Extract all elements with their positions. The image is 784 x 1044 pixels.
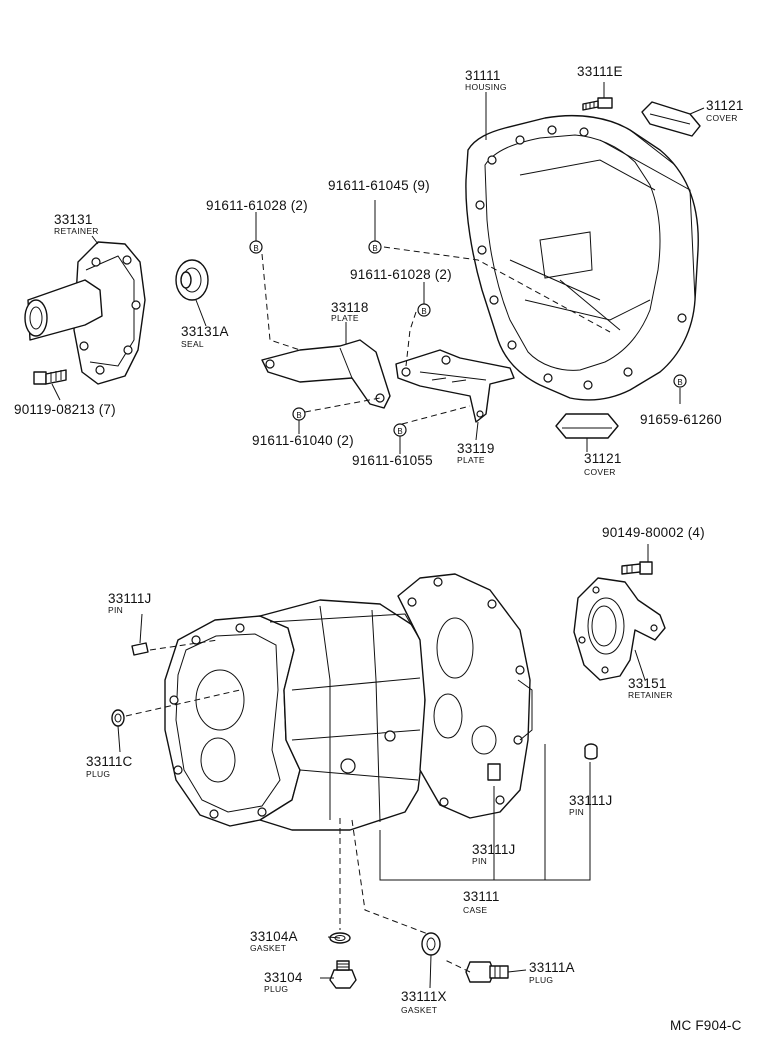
callout-90149-80002: 90149-80002 (4) bbox=[602, 525, 705, 540]
cover-31121-top[interactable] bbox=[641, 101, 701, 137]
callout-31121a-number: 31121 bbox=[706, 98, 744, 113]
leader-lines bbox=[51, 82, 705, 989]
dash-line bbox=[383, 246, 611, 333]
callout-33111-number: 33111 bbox=[463, 889, 500, 904]
bolt-marker-4[interactable]: B bbox=[292, 407, 306, 421]
callout-33111a-desc: PLUG bbox=[529, 975, 553, 985]
callout-33104-number: 33104 bbox=[264, 970, 303, 985]
callout-33131-desc: RETAINER bbox=[54, 226, 99, 236]
callout-91611-61028-a: 91611-61028 (2) bbox=[206, 198, 308, 213]
dash-line bbox=[444, 959, 471, 973]
callout-33119-desc: PLATE bbox=[457, 455, 485, 465]
dash-line bbox=[304, 397, 381, 413]
pin-33111j-middle[interactable] bbox=[487, 763, 501, 781]
figure-code: MC F904-C bbox=[670, 1018, 742, 1033]
callout-33111j-c-number: 33111J bbox=[569, 793, 613, 808]
callout-33151-number: 33151 bbox=[628, 676, 667, 691]
callout-33111x-number: 33111X bbox=[401, 989, 447, 1004]
callout-91611-61045: 91611-61045 (9) bbox=[328, 178, 430, 193]
svg-text:B: B bbox=[253, 244, 258, 253]
bolt-33111e[interactable] bbox=[582, 97, 613, 111]
callout-91611-61040: 91611-61040 (2) bbox=[252, 433, 354, 448]
bolt-marker-1[interactable]: B bbox=[249, 240, 263, 254]
svg-text:B: B bbox=[677, 378, 682, 387]
callout-33111c-desc: PLUG bbox=[86, 769, 110, 779]
callout-90119-08213: 90119-08213 (7) bbox=[14, 402, 116, 417]
svg-text:B: B bbox=[397, 427, 402, 436]
callout-31121a-desc: COVER bbox=[706, 113, 738, 123]
callout-31111-desc: HOUSING bbox=[465, 82, 507, 92]
dash-line bbox=[401, 405, 471, 425]
callout-33118-number: 33118 bbox=[331, 300, 369, 315]
callout-91611-61028-b: 91611-61028 (2) bbox=[350, 267, 452, 282]
dash-line bbox=[405, 311, 417, 367]
svg-text:B: B bbox=[372, 244, 377, 253]
callout-33111j-a-number: 33111J bbox=[108, 591, 152, 606]
callout-33119-number: 33119 bbox=[457, 441, 495, 456]
callout-33131a-number: 33131A bbox=[181, 324, 229, 339]
callout-33131a-desc: SEAL bbox=[181, 339, 204, 349]
bolt-marker-5[interactable]: B bbox=[393, 423, 407, 437]
callout-91659-61260: 91659-61260 bbox=[640, 412, 722, 427]
plug-33104[interactable] bbox=[329, 960, 357, 989]
dash-line bbox=[351, 819, 429, 935]
callout-33111j-b-number: 33111J bbox=[472, 842, 516, 857]
callout-33111-desc: CASE bbox=[463, 905, 487, 915]
svg-text:B: B bbox=[296, 411, 301, 420]
callout-33111j-c-desc: PIN bbox=[569, 807, 584, 817]
callout-31121b-number: 31121 bbox=[584, 451, 622, 466]
dash-line bbox=[149, 639, 219, 651]
plate-33118[interactable] bbox=[261, 339, 391, 409]
callout-33111j-b-desc: PIN bbox=[472, 856, 487, 866]
callout-33111j-a-desc: PIN bbox=[108, 605, 123, 615]
bolt-90149-80002[interactable] bbox=[621, 561, 653, 575]
extension-retainer-33151[interactable] bbox=[573, 577, 666, 681]
callout-33104-desc: PLUG bbox=[264, 984, 288, 994]
bolt-marker-2[interactable]: B bbox=[368, 240, 382, 254]
callout-33118-desc: PLATE bbox=[331, 313, 359, 323]
callout-91611-61055: 91611-61055 bbox=[352, 453, 433, 468]
callout-33131-number: 33131 bbox=[54, 212, 93, 227]
callout-33111x-desc: GASKET bbox=[401, 1005, 437, 1015]
clutch-housing[interactable] bbox=[465, 114, 699, 401]
input-retainer-33131[interactable] bbox=[24, 241, 146, 385]
transmission-case[interactable] bbox=[164, 573, 533, 831]
callout-31111-number: 31111 bbox=[465, 68, 501, 83]
pin-33111j-left[interactable] bbox=[131, 642, 149, 656]
dash-line bbox=[261, 253, 301, 351]
callout-33104a-desc: GASKET bbox=[250, 943, 286, 953]
callout-33111e-number: 33111E bbox=[577, 64, 623, 79]
plate-33119[interactable] bbox=[395, 349, 515, 423]
callout-33151-desc: RETAINER bbox=[628, 690, 673, 700]
plug-33111c[interactable] bbox=[111, 709, 125, 727]
pin-33111j-right[interactable] bbox=[584, 743, 598, 760]
svg-text:B: B bbox=[421, 307, 426, 316]
bolt-marker-6[interactable]: B bbox=[673, 374, 687, 388]
callout-33104a-number: 33104A bbox=[250, 929, 298, 944]
oil-seal-33131a[interactable] bbox=[175, 259, 209, 301]
callout-33111c-number: 33111C bbox=[86, 754, 133, 769]
callout-31121b-desc: COVER bbox=[584, 467, 616, 477]
cover-31121-bottom[interactable] bbox=[555, 413, 619, 439]
bolt-marker-3[interactable]: B bbox=[417, 303, 431, 317]
bolt-90119-08213[interactable] bbox=[33, 369, 67, 385]
case-bracket bbox=[379, 744, 591, 881]
gasket-33111x[interactable] bbox=[421, 932, 441, 956]
callout-33111a-number: 33111A bbox=[529, 960, 575, 975]
plug-33111a[interactable] bbox=[465, 961, 509, 983]
